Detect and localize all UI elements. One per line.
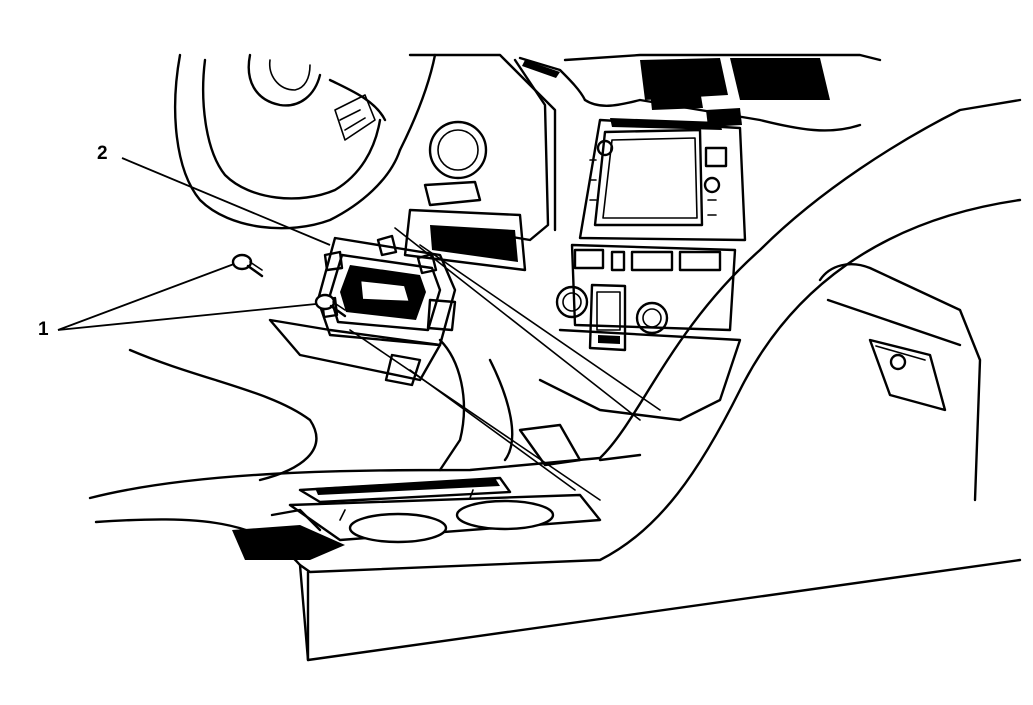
callout-label-1: 1 [38,319,49,340]
fastener-lower [314,293,347,318]
alignment-line-a [394,227,641,421]
alignment-line-b [419,244,661,411]
center-stack [538,53,882,422]
console-side-panel [88,98,1022,662]
right-dash-panel [818,263,982,502]
lower-console [128,338,642,560]
upper-dash [403,53,587,272]
leader-1a [57,263,235,331]
fasteners [231,253,347,318]
leader-1b [57,303,317,331]
control-module [268,234,457,387]
leader-2 [121,157,331,246]
callout-label-2: 2 [97,143,108,164]
alignment-line-c [349,329,601,501]
leader-lines [57,157,661,501]
steering-wheel [173,53,437,230]
alignment-line-d [409,369,576,491]
fastener-upper [231,253,264,278]
